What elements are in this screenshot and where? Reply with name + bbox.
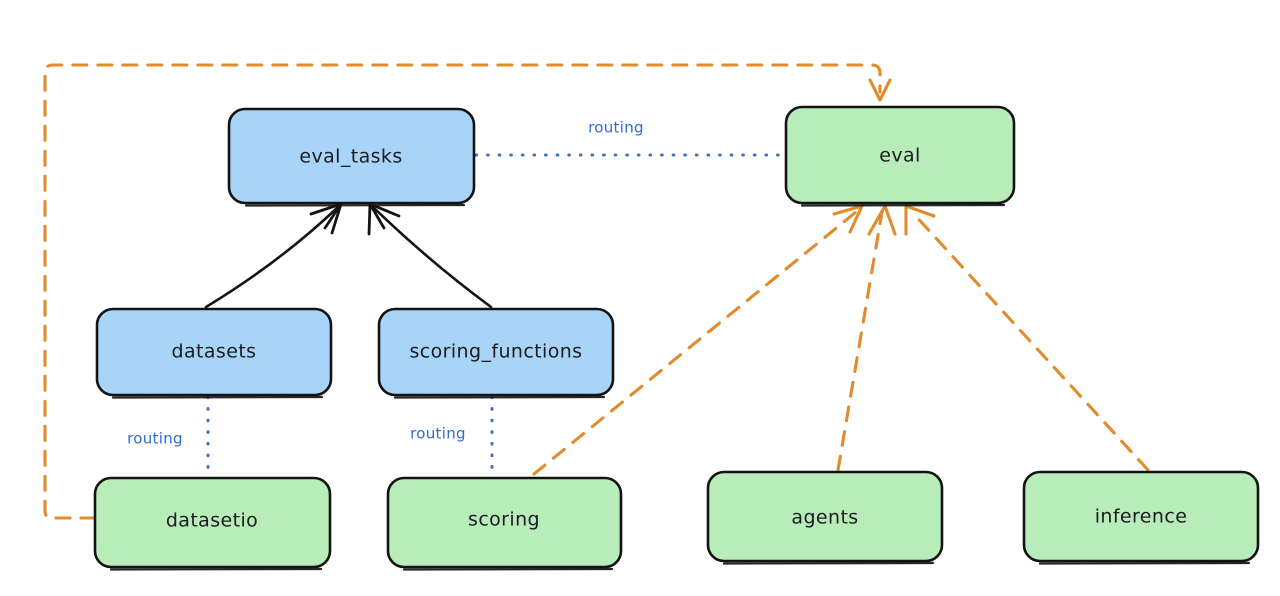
- node-datasetio-label: datasetio: [166, 510, 258, 532]
- edge-scoring_functions-to-eval_tasks-arrowfill: [368, 202, 386, 230]
- node-datasets-shape[interactable]: [95, 307, 333, 397]
- node-inference-label: inference: [1095, 506, 1188, 528]
- node-datasetio-shape[interactable]: [93, 476, 332, 569]
- edge-inference-to-eval: [904, 204, 1150, 472]
- edge-datasetio-to-eval-arrowhead: [868, 78, 892, 102]
- edge-agents-to-eval: [836, 204, 897, 472]
- edge-datasetio-to-eval: [43, 63, 892, 520]
- node-eval_tasks-sketch-underline: [244, 203, 466, 207]
- node-eval-shape[interactable]: [784, 105, 1016, 205]
- edge-inference-to-eval-line: [910, 210, 1150, 472]
- edge-scoring-to-eval-line: [532, 210, 858, 476]
- node-datasets-label: datasets: [172, 341, 257, 363]
- node-agents-shape[interactable]: [706, 470, 944, 563]
- edge-datasets-to-datasetio: routing: [127, 395, 210, 479]
- edge-eval_tasks-to-eval: routing: [474, 119, 786, 157]
- node-agents-label: agents: [791, 507, 858, 529]
- node-eval[interactable]: eval: [784, 105, 1016, 207]
- edge-label-routing-scoring: routing: [410, 425, 466, 443]
- node-datasets-sketch-underline: [111, 395, 324, 399]
- node-scoring_functions[interactable]: scoring_functions: [377, 307, 615, 399]
- node-datasetio[interactable]: datasetio: [93, 476, 332, 571]
- node-scoring_functions-shape[interactable]: [377, 307, 615, 397]
- node-scoring[interactable]: scoring: [386, 476, 623, 571]
- node-agents[interactable]: agents: [706, 470, 944, 565]
- node-eval_tasks-shape[interactable]: [227, 107, 476, 205]
- node-inference-shape[interactable]: [1022, 470, 1260, 563]
- node-scoring-label: scoring: [468, 509, 540, 531]
- node-scoring-shape[interactable]: [386, 476, 623, 569]
- node-datasetio-sketch-underline: [109, 567, 323, 571]
- edge-scoring_functions-to-eval_tasks: [367, 202, 493, 309]
- node-inference[interactable]: inference: [1022, 470, 1260, 565]
- edge-label-routing-eval-tasks: routing: [588, 119, 644, 137]
- edge-label-routing-datasetio: routing: [127, 430, 183, 448]
- edge-agents-to-eval-line: [836, 210, 884, 472]
- node-inference-sketch-underline: [1038, 561, 1251, 565]
- node-agents-sketch-underline: [722, 561, 935, 565]
- node-scoring-sketch-underline: [402, 567, 614, 571]
- node-eval-label: eval: [879, 145, 920, 167]
- node-scoring_functions-sketch-underline: [393, 395, 606, 399]
- node-eval_tasks-label: eval_tasks: [299, 146, 402, 168]
- node-scoring_functions-label: scoring_functions: [410, 341, 583, 363]
- node-datasets[interactable]: datasets: [95, 307, 333, 399]
- edge-scoring_functions-to-eval_tasks-line: [372, 206, 493, 309]
- edge-datasets-to-eval_tasks-arrowfill: [323, 202, 343, 230]
- edge-datasets-to-eval_tasks-line: [204, 206, 339, 309]
- node-eval_tasks[interactable]: eval_tasks: [227, 107, 476, 207]
- edge-datasetio-to-eval-line: [43, 63, 882, 520]
- node-eval-sketch-underline: [800, 203, 1006, 207]
- edge-scoring_functions-to-scoring: routing: [410, 395, 494, 479]
- edge-datasets-to-eval_tasks: [204, 202, 343, 309]
